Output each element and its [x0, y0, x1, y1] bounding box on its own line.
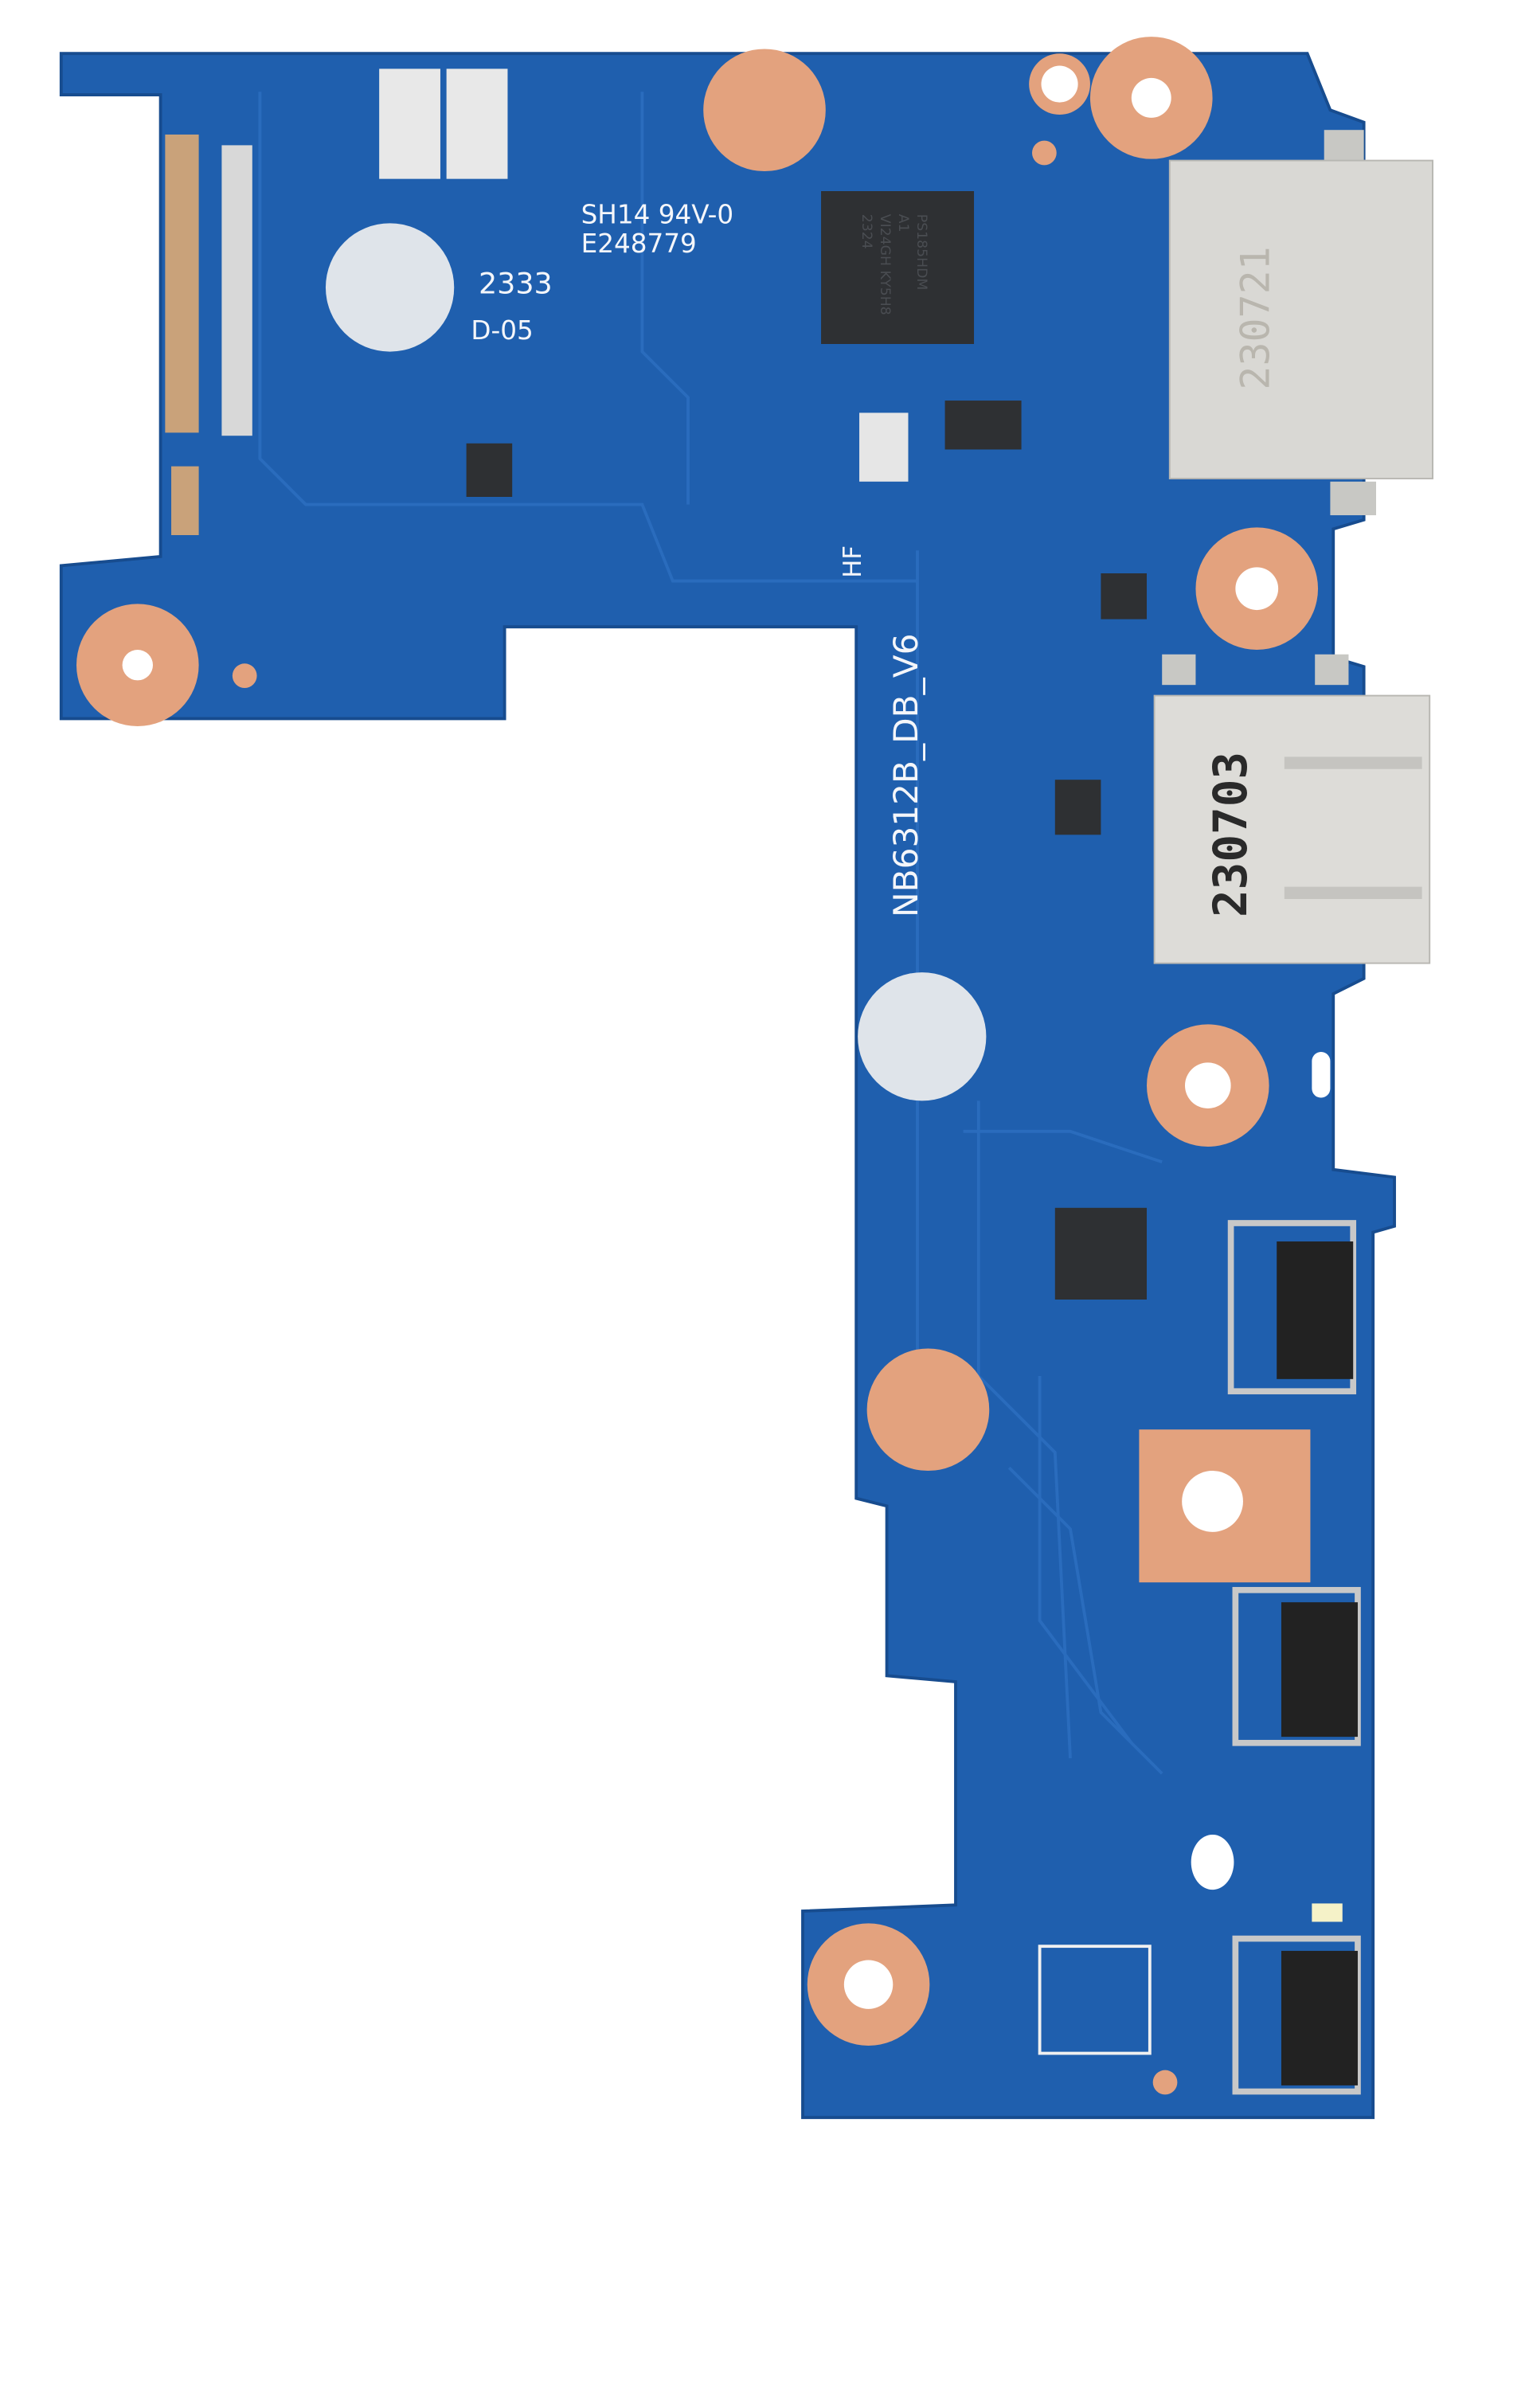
fpc-connector	[165, 134, 199, 433]
mounting-hole	[703, 49, 826, 172]
ul-file-label: E248779	[581, 229, 697, 259]
chip-line: A1	[895, 214, 911, 233]
date-code: 2333	[479, 267, 553, 301]
chip-line: PS185HDM	[913, 214, 929, 291]
chip-line: VI24GH KY5H8	[877, 214, 893, 315]
material-label: SH14 94V-0	[581, 199, 734, 229]
chip-line: 2324	[858, 214, 874, 249]
ic	[466, 443, 513, 497]
board-model-label: NB6312B_DB_V6	[886, 633, 925, 917]
port-stamp: 230703	[1204, 752, 1257, 917]
ic	[1054, 780, 1101, 835]
crystal	[859, 412, 909, 482]
pcb-traces	[258, 92, 1163, 1775]
silk-box	[1038, 1945, 1152, 2055]
revision-label: D-05	[471, 315, 533, 346]
mounting-holes	[76, 37, 1331, 2095]
ic	[1101, 573, 1147, 620]
ic	[944, 401, 1022, 450]
usb-a-port: 230703	[1153, 654, 1431, 964]
main-chip: PS185HDM A1 VI24GH KY5H8 2324	[821, 191, 975, 344]
mounting-hole	[866, 1348, 990, 1472]
capacitor	[379, 68, 440, 179]
label-spot	[325, 223, 455, 352]
port-stamp: 230721	[1233, 246, 1279, 389]
led	[1312, 1903, 1343, 1922]
capacitor	[446, 68, 508, 179]
secondary-chip	[1054, 1207, 1147, 1300]
fpc-pins	[221, 145, 252, 436]
usb-c-port-top: 230721	[1168, 130, 1433, 516]
tactile-switch	[1227, 1220, 1361, 2095]
hf-label: HF	[839, 545, 867, 578]
fpc-connector-lower	[171, 466, 199, 535]
label-spot	[858, 972, 987, 1101]
